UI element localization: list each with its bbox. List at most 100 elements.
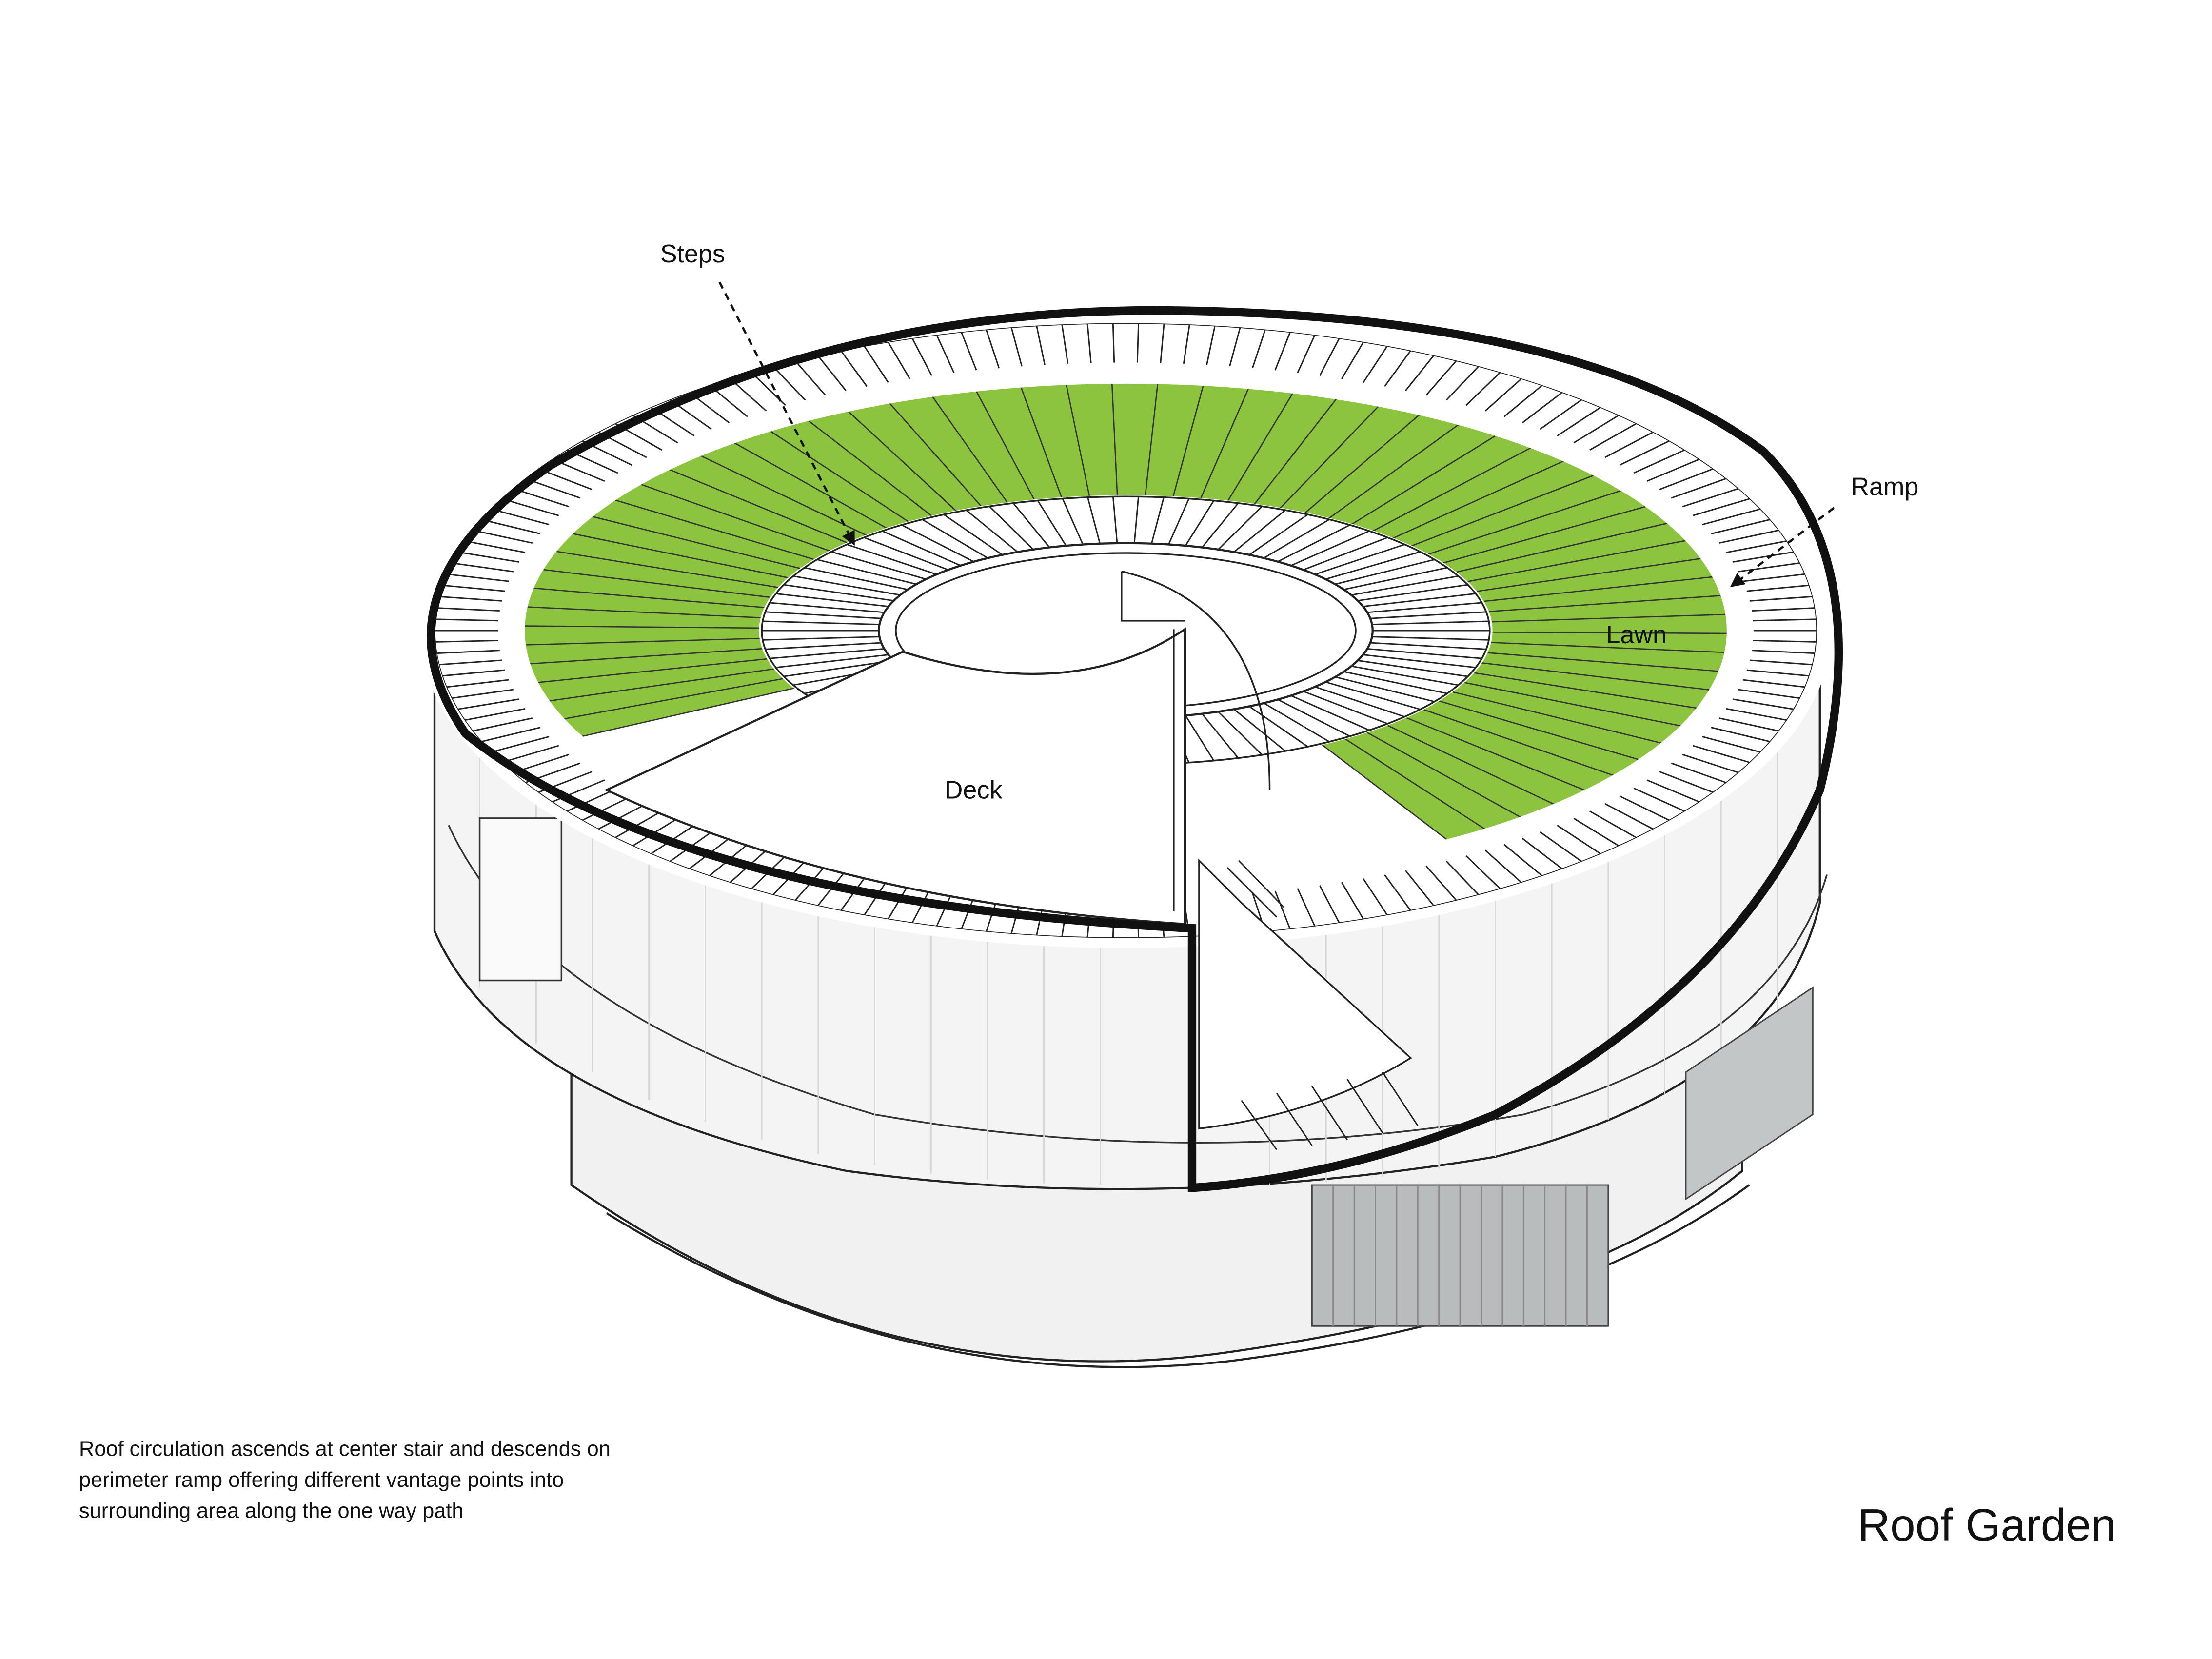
step-tread [847,544,937,575]
ramp-tick [936,334,955,374]
step-tread [1248,514,1308,555]
ramp-tick [1752,650,1816,654]
ramp-tick [1633,449,1685,474]
lawn-divider [664,467,849,544]
ramp-tick [1682,753,1739,773]
lawn-divider [1226,389,1296,502]
lawn-divider [1279,402,1382,510]
lawn-divider [544,668,777,703]
ramp-tick [1061,324,1069,364]
lawn-divider [576,687,797,738]
ramp-tick [1738,689,1800,699]
ramp-tick [1604,803,1654,830]
ramp-tick [491,508,550,526]
lawn-divider [1481,575,1718,603]
ramp-tick [1742,679,1806,688]
ramp-tick [960,332,977,371]
ramp-tick [472,529,533,544]
lawn-divider [1484,652,1724,672]
upper-drum-glazing [1685,986,1814,1201]
ramp-tick [464,540,526,553]
caption-line-2: perimeter ramp offering different vantag… [79,1468,564,1492]
lawn-divider [1486,594,1727,612]
ramp-tick [1718,529,1779,544]
step-tread [1185,500,1215,546]
step-tread [864,536,948,571]
step-tread [1325,681,1421,711]
ramp-tick [446,573,509,582]
ramp-tick [1384,350,1412,387]
step-tread [1351,575,1459,596]
ramp-tick [1682,488,1739,508]
step-tread [1248,706,1308,748]
lawn-divider [1365,731,1525,820]
ramp-tick [1711,727,1771,743]
lawn-divider [1489,631,1733,634]
lawn-divider [973,387,1036,501]
ramp-tick [1274,890,1291,930]
lawn-divider [1371,445,1536,533]
step-tread [1358,584,1468,602]
lawn-divider [886,399,983,508]
lawn-divider [1450,691,1667,745]
ramp-tick [1726,708,1787,721]
ramp-tick [1702,508,1761,526]
step-tread [922,519,988,559]
lawn-divider [1111,379,1118,497]
lawn-divider [532,658,770,684]
step-tread [1263,519,1330,559]
step-tread [1370,642,1486,650]
step-tread [1335,676,1435,703]
ramp-tick [491,736,550,753]
step-tread [1185,715,1215,761]
ramp-tick [794,360,826,396]
steps-callout: Steps [660,240,855,546]
step-tread [1370,611,1486,619]
ramp-tick [1589,422,1637,451]
step-tread [1363,654,1476,669]
step-tread [783,660,894,677]
ramp-tick [438,595,502,602]
ramp-tick [1718,717,1779,732]
ramp-tick [1160,323,1165,363]
step-tread [1218,506,1263,550]
step-tread [793,575,901,596]
ramp-tick [457,698,519,710]
ramp-tick [1633,787,1685,812]
ramp-tick [1619,440,1670,466]
ramp-tick [1573,415,1620,444]
ramp-tick [1604,431,1654,458]
lawn-divider [1462,681,1686,728]
ramp-tick [1274,332,1291,371]
ramp-tick [1589,810,1637,839]
caption-line-3: surrounding area along the one way path [79,1500,464,1523]
step-tread [1133,496,1139,543]
lawn-divider [519,625,762,629]
ramp-tick [1112,323,1115,363]
ramp-tick [1646,779,1700,803]
ramp-tick [1405,355,1435,391]
lawn-divider [1436,699,1644,762]
lawn-divider [551,550,781,589]
ramp-tick [840,350,868,387]
ramp-tick [1732,698,1795,710]
ramp-tick [1010,327,1023,367]
ramp-tick [1425,360,1457,396]
step-tread [1343,671,1447,694]
ramp-tick [1738,562,1800,573]
ramp-tick [1557,406,1601,437]
ramp-tick [442,584,505,592]
ramp-tick [501,498,559,516]
ramp-tick [434,639,499,643]
deck-label: Deck [945,776,1003,804]
ramp-tick [1671,762,1727,784]
ramp-tick [1405,870,1435,907]
ramp-tick [1749,595,1813,602]
ramp-tick [501,745,559,764]
step-tread [1062,498,1084,545]
lawn-divider [1488,641,1730,653]
ramp-tick [434,618,499,622]
ramp-tick [1252,329,1266,369]
ramp-tick [772,365,806,401]
lawn-divider [1404,716,1590,793]
